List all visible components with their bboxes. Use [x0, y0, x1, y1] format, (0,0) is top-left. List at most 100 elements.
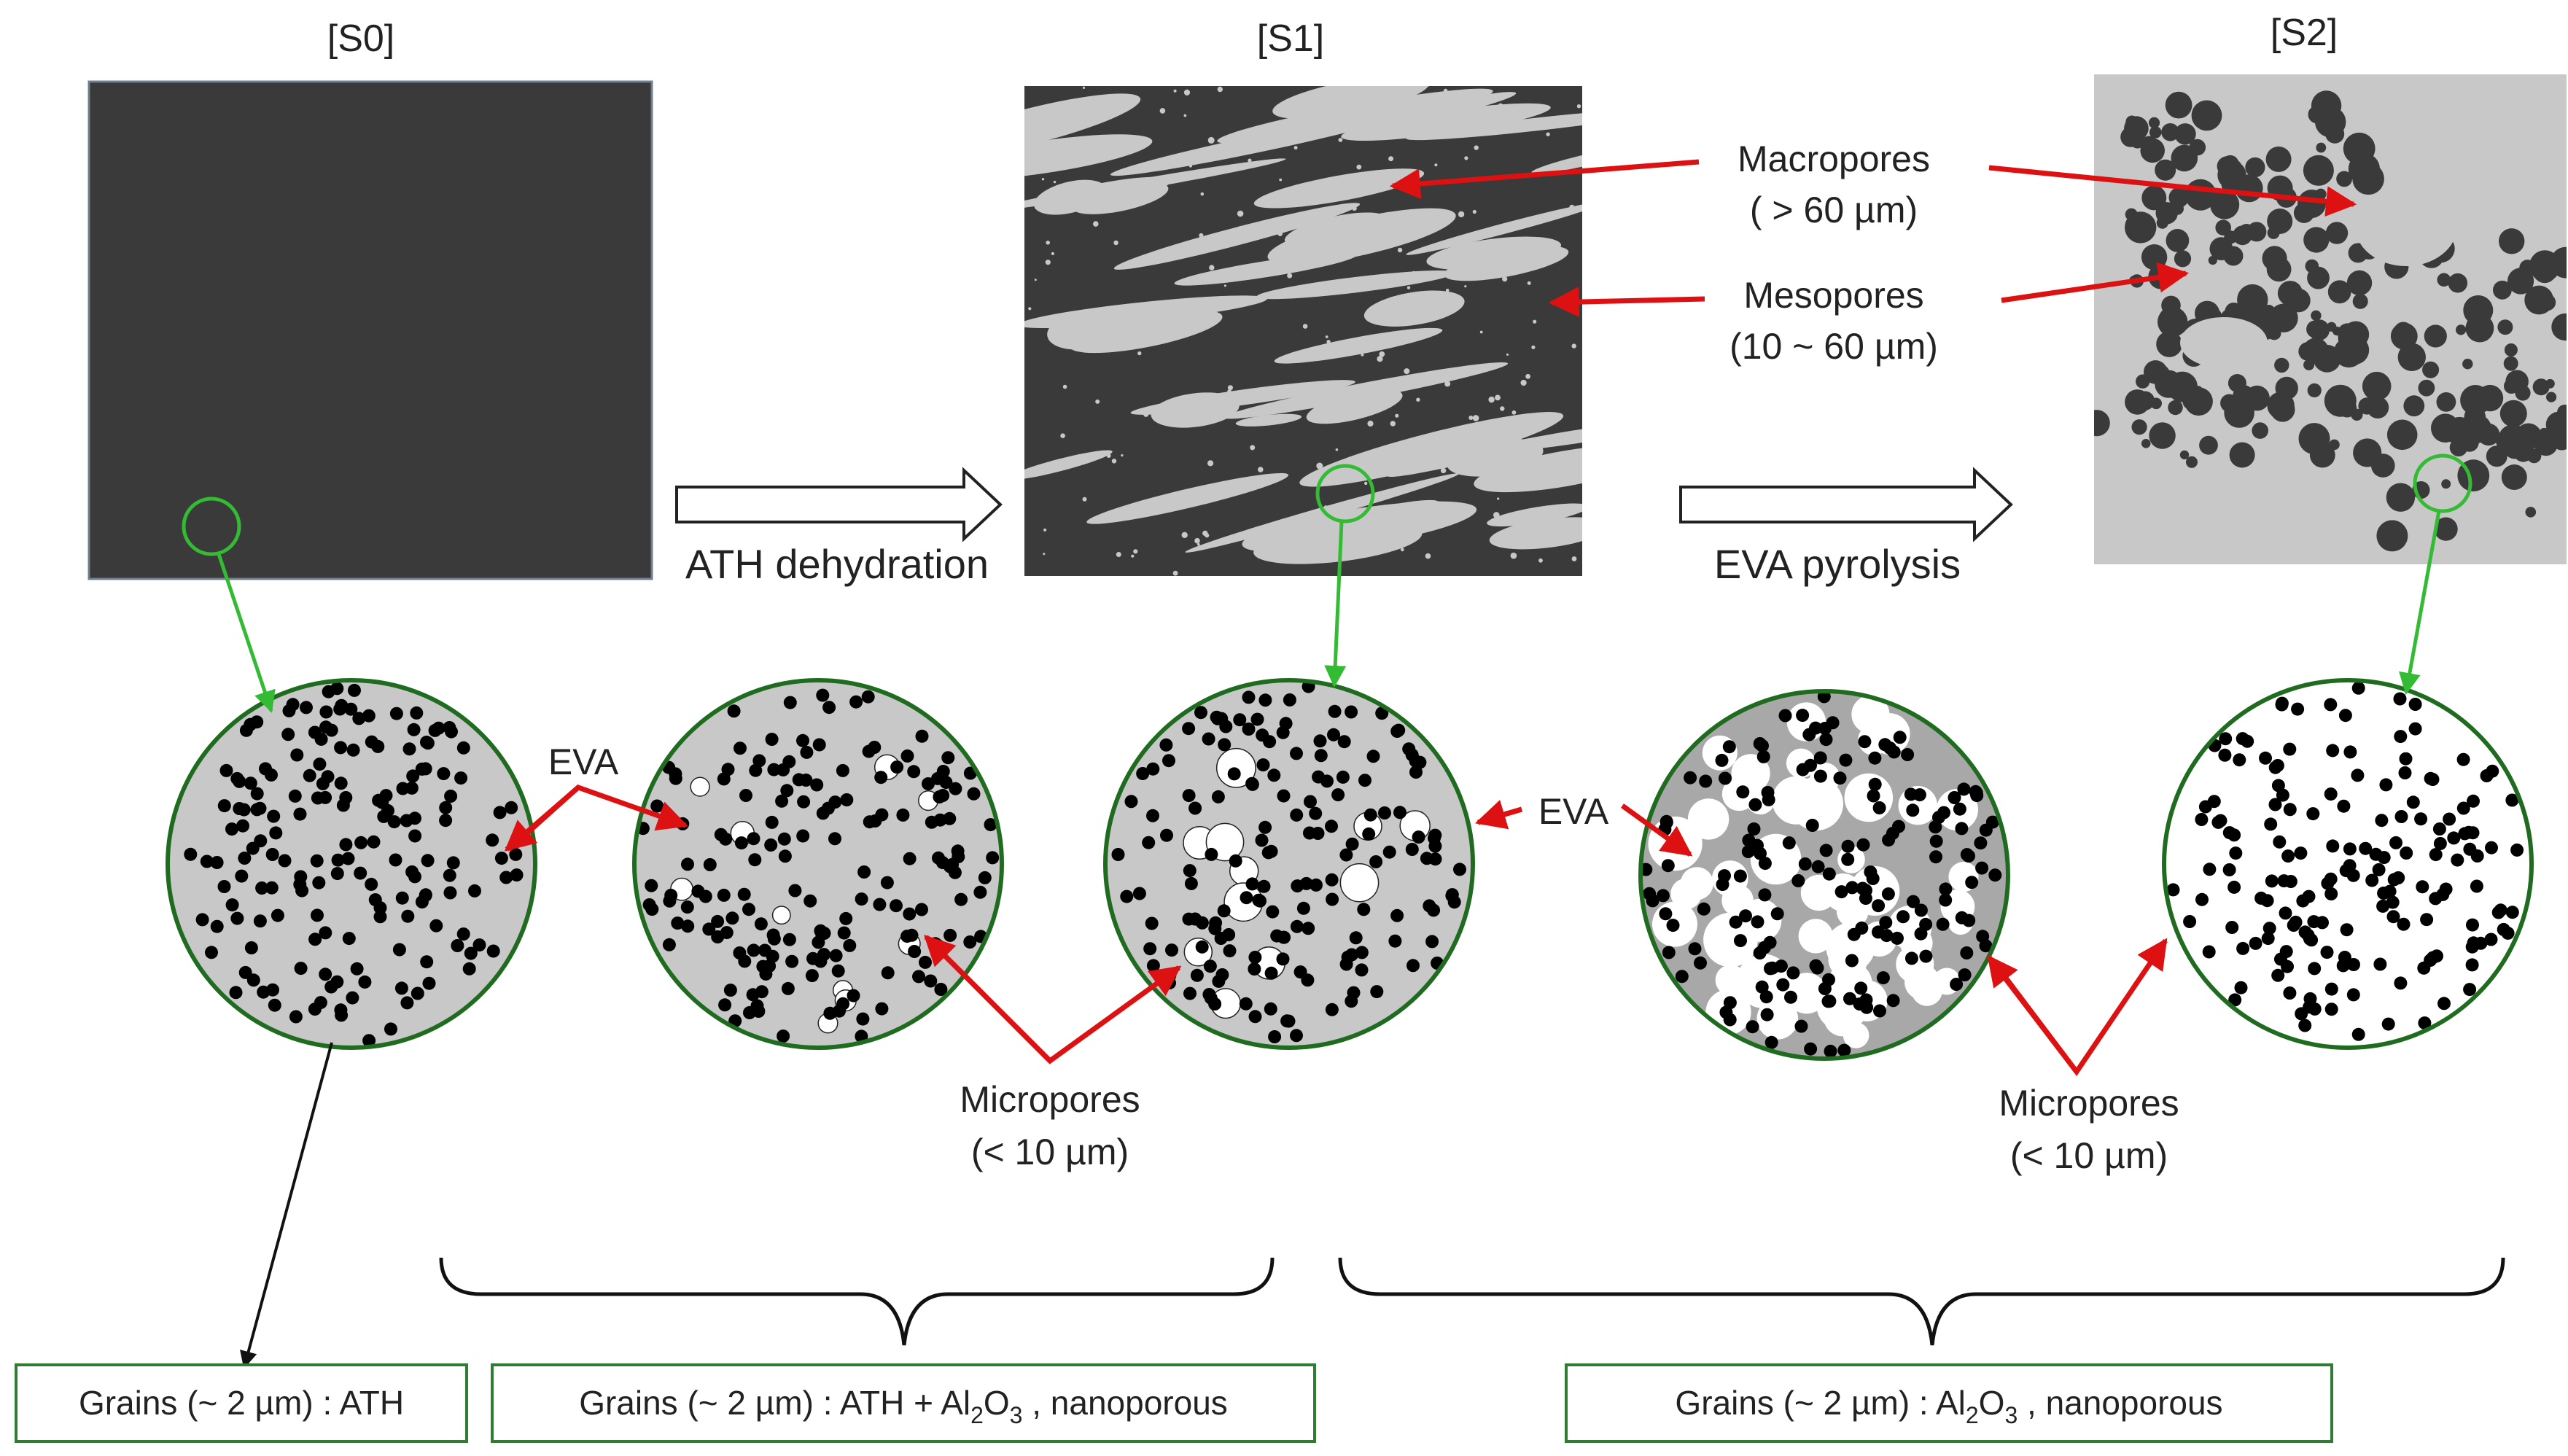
grain — [2234, 981, 2248, 994]
grain — [2198, 800, 2212, 814]
grain — [1794, 1019, 1808, 1033]
grain — [1370, 985, 1384, 999]
grain — [1958, 968, 1972, 982]
speck — [1188, 164, 1193, 168]
grain — [2279, 945, 2293, 959]
grain — [2351, 681, 2365, 695]
speck — [1440, 467, 1447, 474]
grain — [702, 922, 716, 936]
grain — [737, 887, 751, 901]
mesopore — [1223, 362, 1509, 419]
grain — [2233, 753, 2246, 767]
grain — [200, 854, 214, 868]
char-network — [2208, 255, 2217, 265]
speck — [1400, 315, 1404, 319]
speck — [1445, 289, 1450, 292]
speck — [1531, 345, 1536, 349]
speck — [1209, 265, 1215, 270]
grain — [1819, 844, 1833, 857]
grain — [354, 866, 367, 880]
speck — [1537, 260, 1544, 267]
grain — [1834, 885, 1848, 899]
grain — [1413, 755, 1427, 769]
microstructure-s2 — [2162, 678, 2534, 1050]
grain — [2324, 1003, 2338, 1016]
char-network — [2397, 343, 2426, 371]
grain — [1336, 770, 1350, 784]
microstructure-s1-early — [632, 678, 1004, 1050]
speck — [1538, 558, 1543, 563]
grain — [313, 758, 327, 771]
grain — [2236, 732, 2249, 746]
speck — [1299, 267, 1302, 270]
s0-zoom-marker — [182, 497, 241, 556]
grain — [1796, 763, 1810, 776]
grain — [1205, 847, 1218, 861]
grain — [420, 736, 433, 749]
speck — [1194, 537, 1200, 544]
grain — [269, 826, 283, 840]
speck — [1121, 454, 1124, 457]
grain — [840, 793, 854, 806]
grain — [781, 981, 795, 995]
grain — [1759, 990, 1773, 1004]
grain — [362, 1034, 376, 1048]
char-network — [2141, 439, 2151, 448]
grain — [319, 968, 332, 981]
speck — [1202, 530, 1208, 537]
s2-zoom-marker — [2413, 453, 2472, 513]
mesopore — [1487, 503, 1582, 527]
grain — [2359, 841, 2373, 855]
grain — [2347, 958, 2360, 971]
grain-box-al2o3 — [1565, 1363, 2333, 1443]
mesopore — [1406, 201, 1582, 255]
grain — [973, 885, 987, 899]
grain — [951, 844, 965, 858]
grain — [1393, 806, 1406, 820]
grain — [1904, 787, 1918, 801]
speck — [1267, 135, 1272, 140]
grain — [1758, 888, 1772, 902]
char-network — [2462, 359, 2473, 370]
grain — [2166, 883, 2180, 897]
grain — [1742, 833, 1756, 847]
s1-micrograph — [1024, 86, 1582, 576]
grain — [308, 1003, 322, 1016]
grain — [2485, 841, 2498, 854]
grain — [1741, 845, 1755, 858]
grain — [2222, 863, 2236, 876]
speck — [1172, 570, 1178, 576]
grain — [1837, 1043, 1851, 1057]
grain — [341, 852, 355, 865]
speck — [1301, 244, 1305, 248]
mesopores-label: Mesopores — [1743, 275, 1923, 316]
grain — [1811, 860, 1825, 873]
grain — [2283, 742, 2297, 756]
grain — [290, 748, 304, 762]
grain — [468, 884, 481, 898]
mesopore — [1406, 109, 1582, 141]
speck — [1400, 548, 1404, 552]
grain — [1833, 771, 1847, 785]
grain — [1974, 836, 1988, 850]
grain — [890, 899, 903, 913]
grain — [244, 941, 258, 954]
grain — [2377, 851, 2391, 865]
speck — [1111, 459, 1117, 464]
grain — [1132, 887, 1146, 900]
grain — [387, 815, 401, 829]
grain — [2222, 826, 2236, 840]
grain — [2283, 986, 2297, 1000]
speck — [1326, 340, 1331, 344]
grain — [339, 838, 353, 852]
grain — [2303, 1000, 2316, 1014]
grain — [1145, 916, 1159, 930]
grain — [2324, 887, 2338, 900]
grain — [2298, 1019, 2312, 1032]
grain — [265, 848, 279, 861]
speck — [1197, 542, 1200, 546]
speck — [1051, 252, 1054, 255]
speck — [1538, 534, 1543, 540]
grain — [365, 877, 378, 891]
grain — [217, 880, 231, 893]
